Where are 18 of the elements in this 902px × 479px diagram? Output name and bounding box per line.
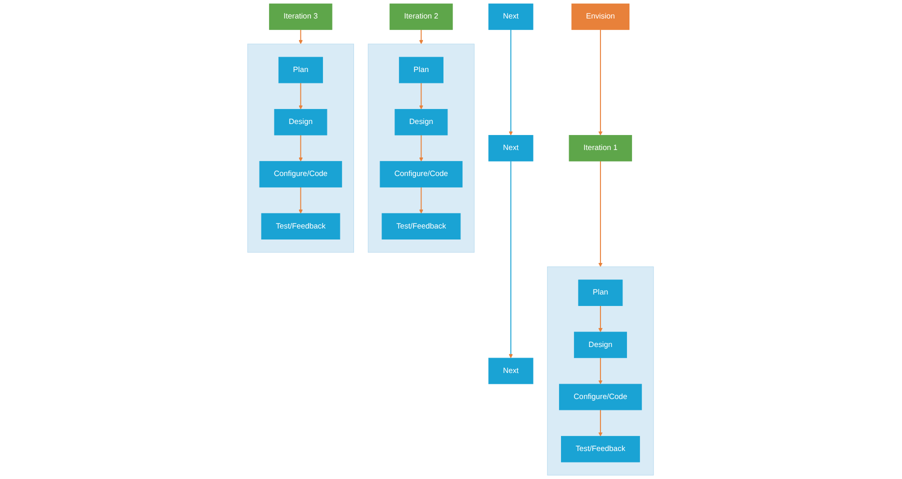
arrow <box>420 186 424 214</box>
cluster <box>548 266 654 476</box>
arrow <box>299 186 304 214</box>
arrow <box>299 82 304 110</box>
arrow <box>598 160 603 267</box>
arrow <box>598 357 603 384</box>
cluster <box>368 44 475 253</box>
arrow <box>420 82 424 110</box>
arrow <box>420 134 424 162</box>
arrow <box>598 409 603 436</box>
arrow <box>598 305 603 332</box>
arrow <box>299 29 304 44</box>
arrow <box>509 160 514 358</box>
cluster <box>248 44 354 253</box>
arrow <box>598 29 603 136</box>
arrow <box>420 29 424 44</box>
arrow <box>299 134 304 162</box>
arrow <box>509 29 514 136</box>
